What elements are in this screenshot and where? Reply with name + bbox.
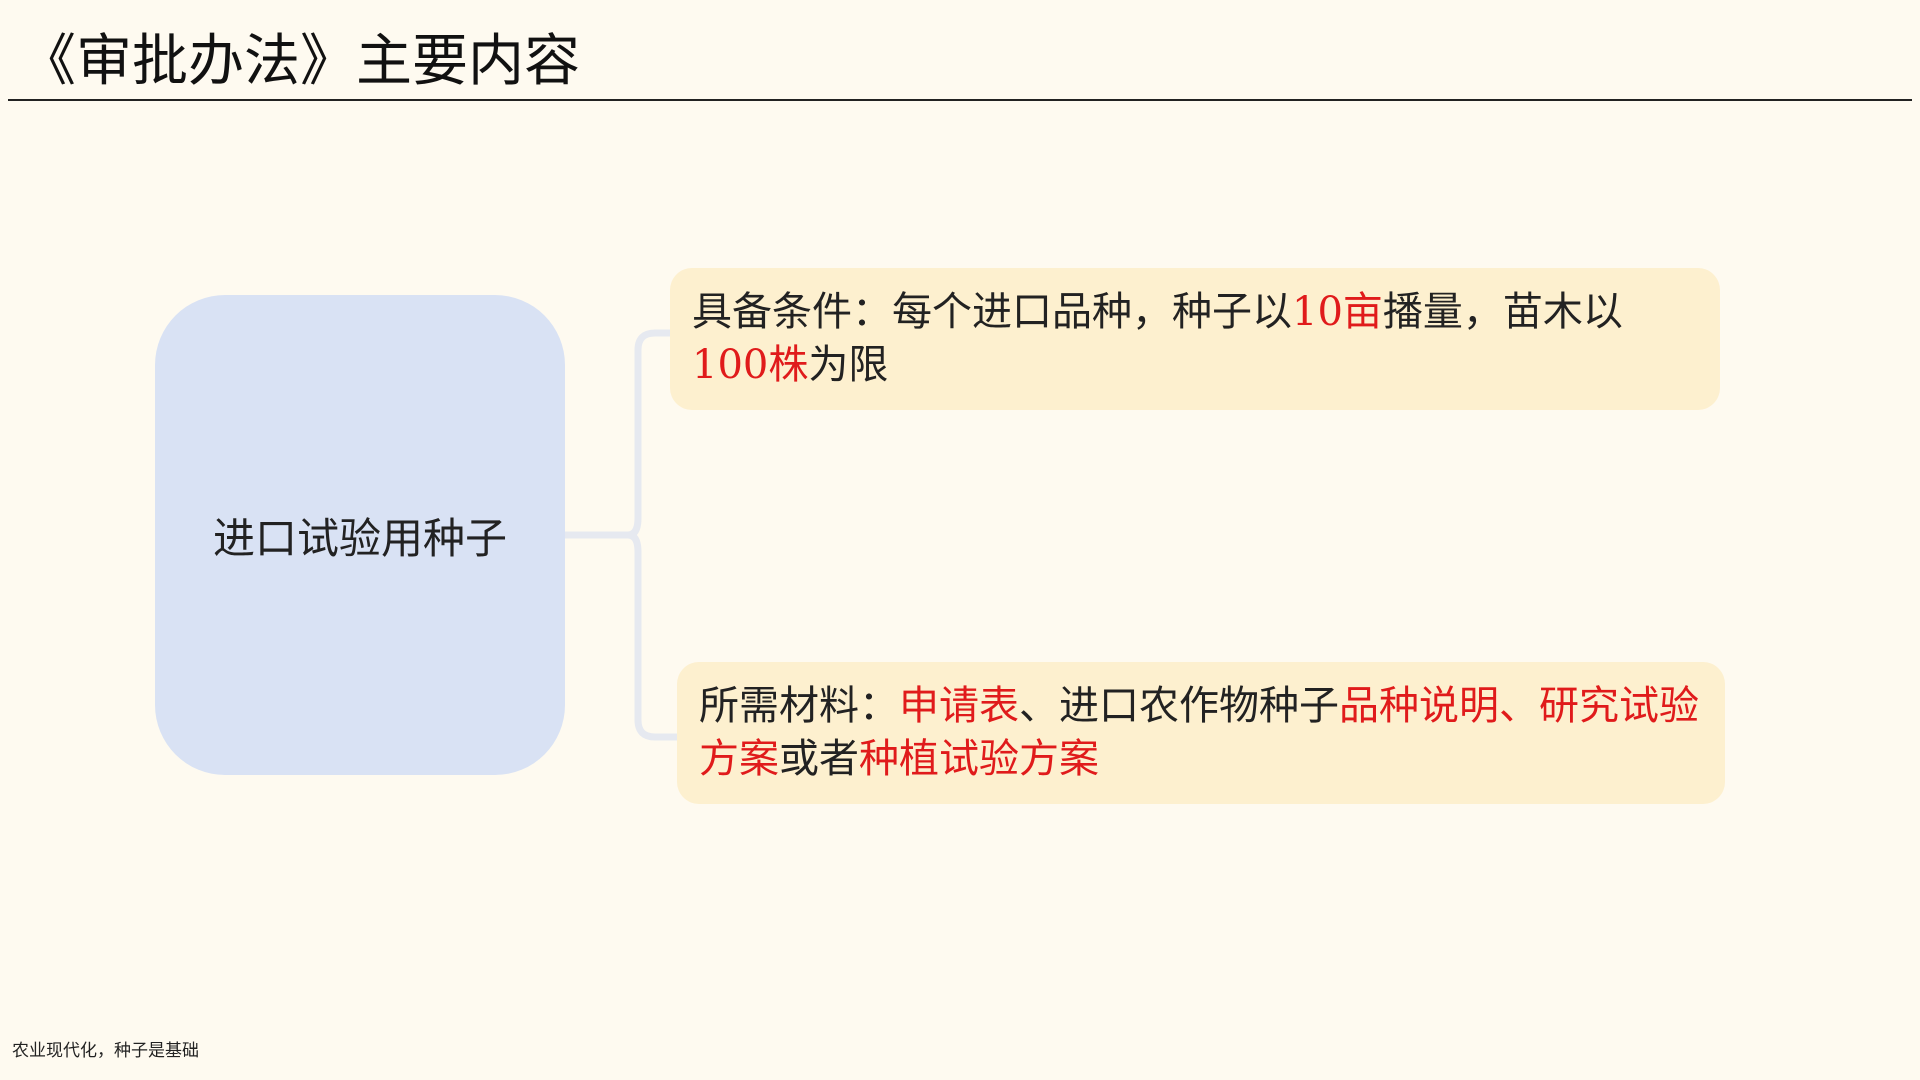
- footer-slogan: 农业现代化，种子是基础: [12, 1041, 199, 1061]
- title-divider: [8, 99, 1912, 101]
- branch-text: 或者: [779, 736, 859, 782]
- slide-title: 《审批办法》主要内容: [20, 29, 580, 94]
- branch-text: 具备条件：每个进口品种，种子以: [692, 289, 1292, 335]
- branch-text: 、进口农作物种子: [1019, 683, 1339, 729]
- highlight-text: 种植试验方案: [859, 736, 1099, 782]
- highlight-text: 10亩: [1292, 289, 1383, 335]
- highlight-text: 100株: [692, 342, 809, 388]
- connector-bracket: [624, 329, 681, 741]
- branch-box-materials: 所需材料：申请表、进口农作物种子品种说明、研究试验方案或者种植试验方案: [677, 662, 1725, 804]
- branch-text: 为限: [808, 342, 889, 388]
- center-node: 进口试验用种子: [155, 295, 565, 775]
- branch-box-conditions: 具备条件：每个进口品种，种子以10亩播量，苗木以 100株为限: [670, 268, 1720, 410]
- highlight-text: 品种说明、研究试验方案: [699, 683, 1699, 782]
- highlight-text: 申请表: [899, 683, 1019, 729]
- center-node-label: 进口试验用种子: [212, 513, 507, 563]
- branch-text: 播量，苗木以: [1382, 289, 1623, 335]
- branch-text: 所需材料：: [699, 683, 899, 729]
